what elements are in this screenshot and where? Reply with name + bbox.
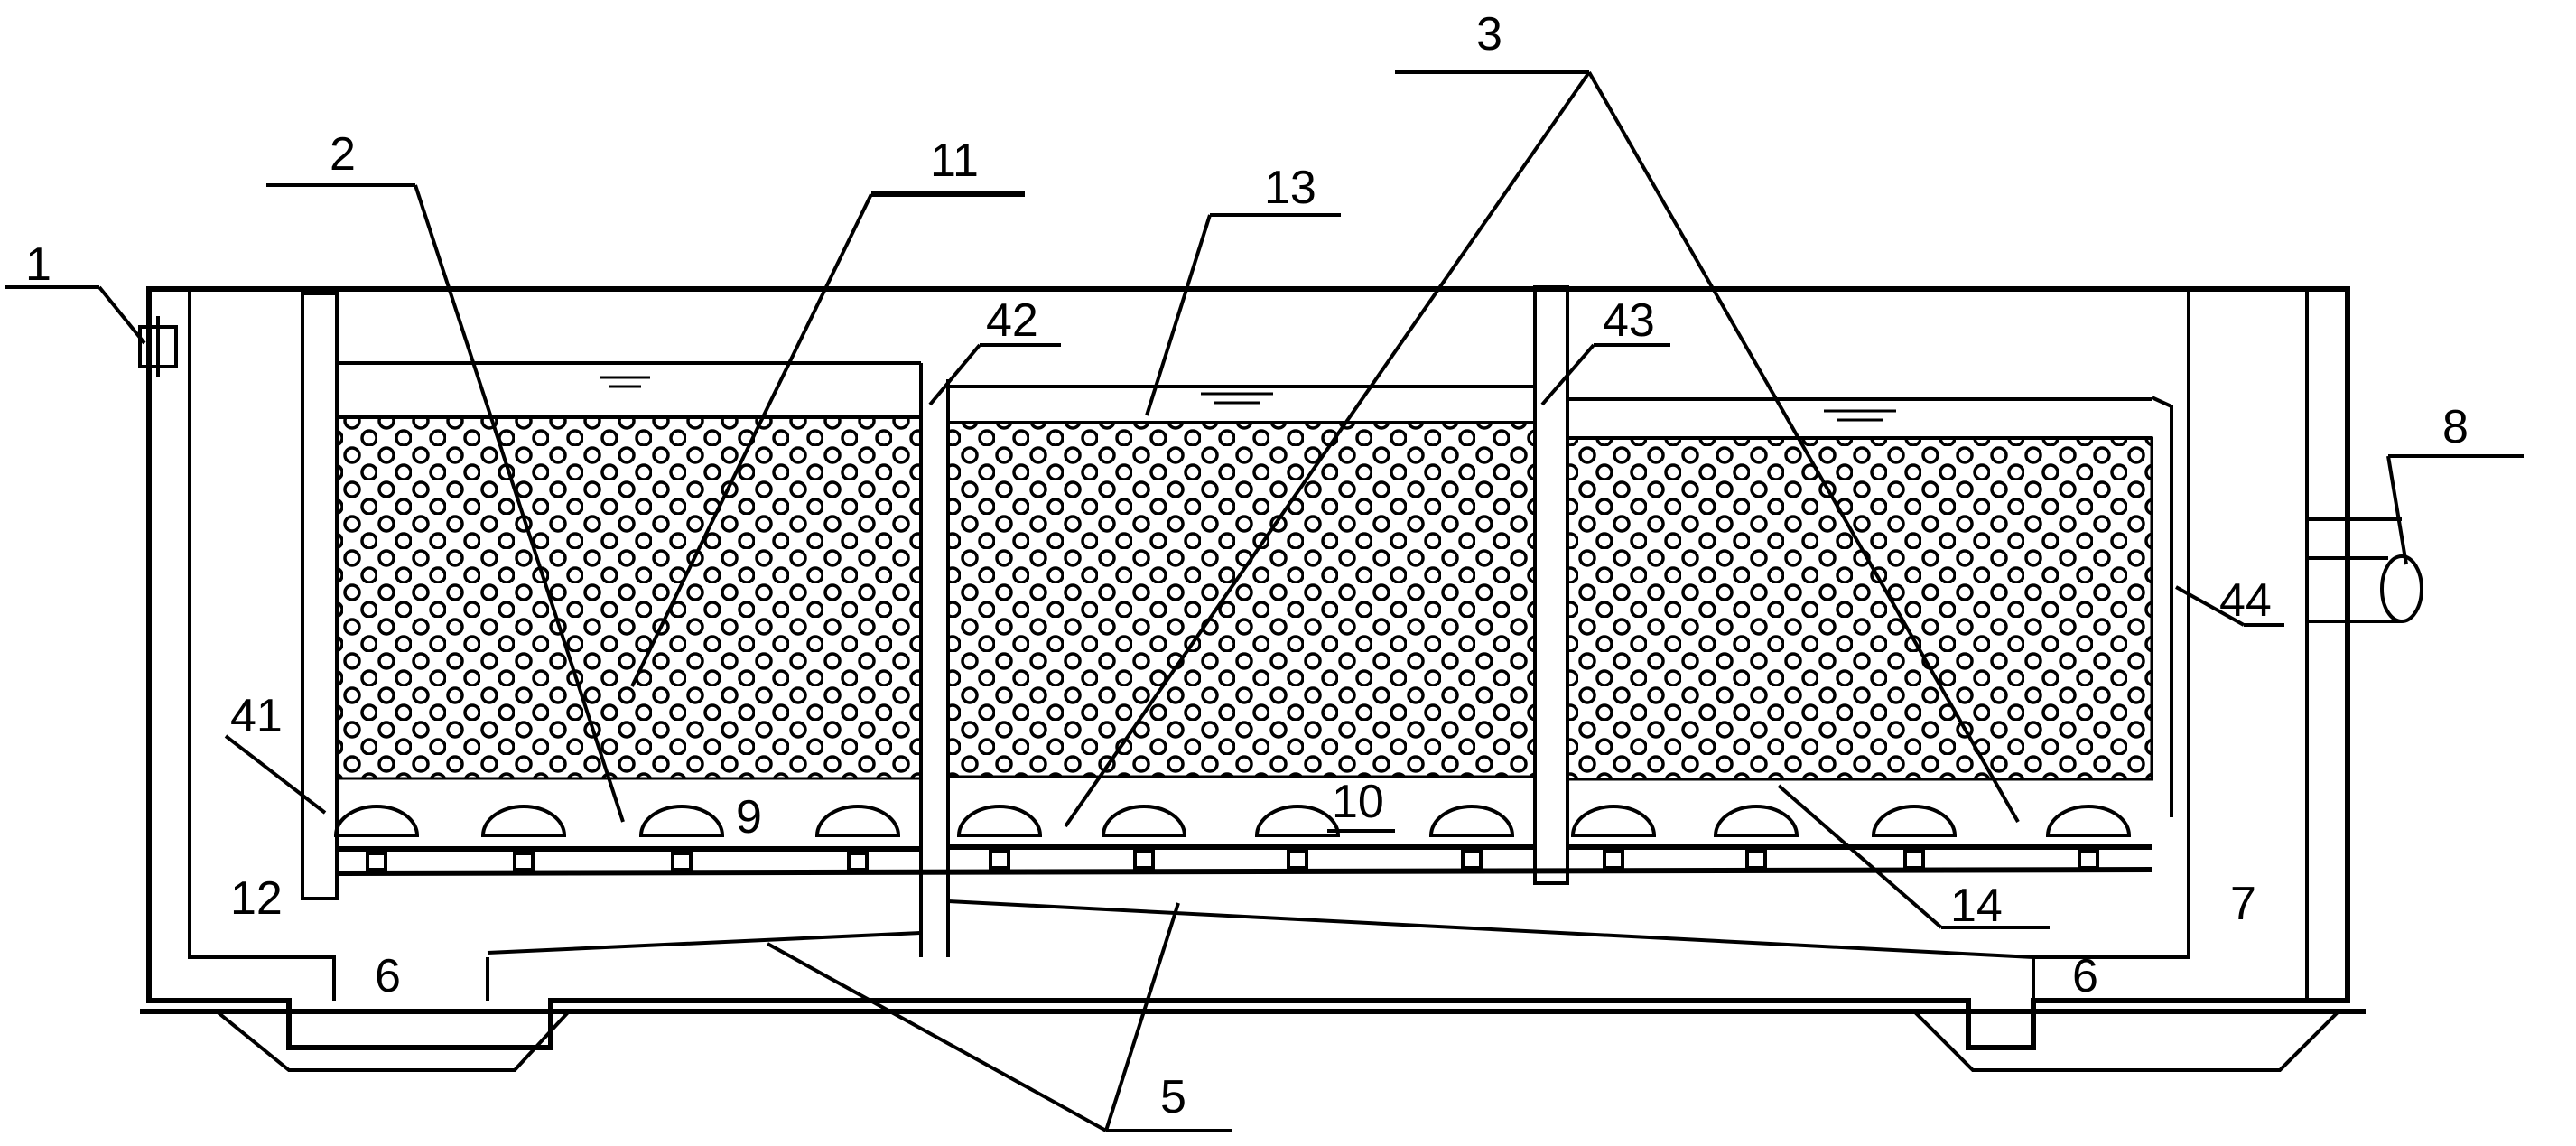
label-3: 3	[1476, 8, 1502, 61]
aerator	[1428, 805, 1515, 870]
aerator	[1871, 805, 1958, 870]
outlet-pipe	[2307, 517, 2423, 623]
inlet-pipe	[138, 316, 178, 377]
leader-lines	[5, 70, 2524, 1132]
label-44: 44	[2219, 574, 2272, 627]
reference-labels: 1 2 3 5 6 6 7 8 9 10 11 12 13 14 41 42 4…	[25, 8, 2469, 1123]
label-14: 14	[1950, 880, 2003, 932]
media-bed-3	[1566, 397, 2153, 781]
label-9: 9	[736, 791, 762, 843]
aerator	[814, 805, 901, 871]
aerator	[638, 805, 725, 871]
partition-44	[2151, 396, 2173, 817]
label-42: 42	[986, 294, 1038, 347]
label-43: 43	[1603, 294, 1655, 347]
aerator	[1713, 805, 1799, 870]
water-level-marks	[600, 376, 1896, 422]
label-8: 8	[2442, 401, 2469, 453]
aerator	[1254, 805, 1341, 870]
media-bed-2	[946, 385, 1537, 778]
aerator	[480, 805, 567, 871]
aerators	[333, 805, 2132, 871]
label-41: 41	[230, 690, 283, 742]
label-12: 12	[230, 872, 283, 925]
label-11: 11	[930, 135, 979, 187]
baffle-43	[1533, 285, 1569, 885]
media-bed-1	[335, 361, 923, 780]
aerator	[333, 805, 420, 871]
aerator	[1570, 805, 1657, 870]
label-10: 10	[1332, 776, 1384, 828]
label-5: 5	[1160, 1071, 1186, 1123]
aerator	[1101, 805, 1187, 870]
label-6b: 6	[2072, 950, 2098, 1002]
label-1: 1	[25, 238, 51, 291]
label-6a: 6	[375, 950, 401, 1002]
aerator	[2045, 805, 2132, 870]
tank-outer-wall	[140, 286, 2366, 1072]
aerator-floor	[336, 844, 2153, 876]
label-13: 13	[1264, 162, 1316, 214]
label-7: 7	[2230, 878, 2256, 930]
sloped-bottom	[487, 899, 2034, 959]
aerator	[956, 805, 1043, 870]
label-2: 2	[330, 128, 356, 181]
